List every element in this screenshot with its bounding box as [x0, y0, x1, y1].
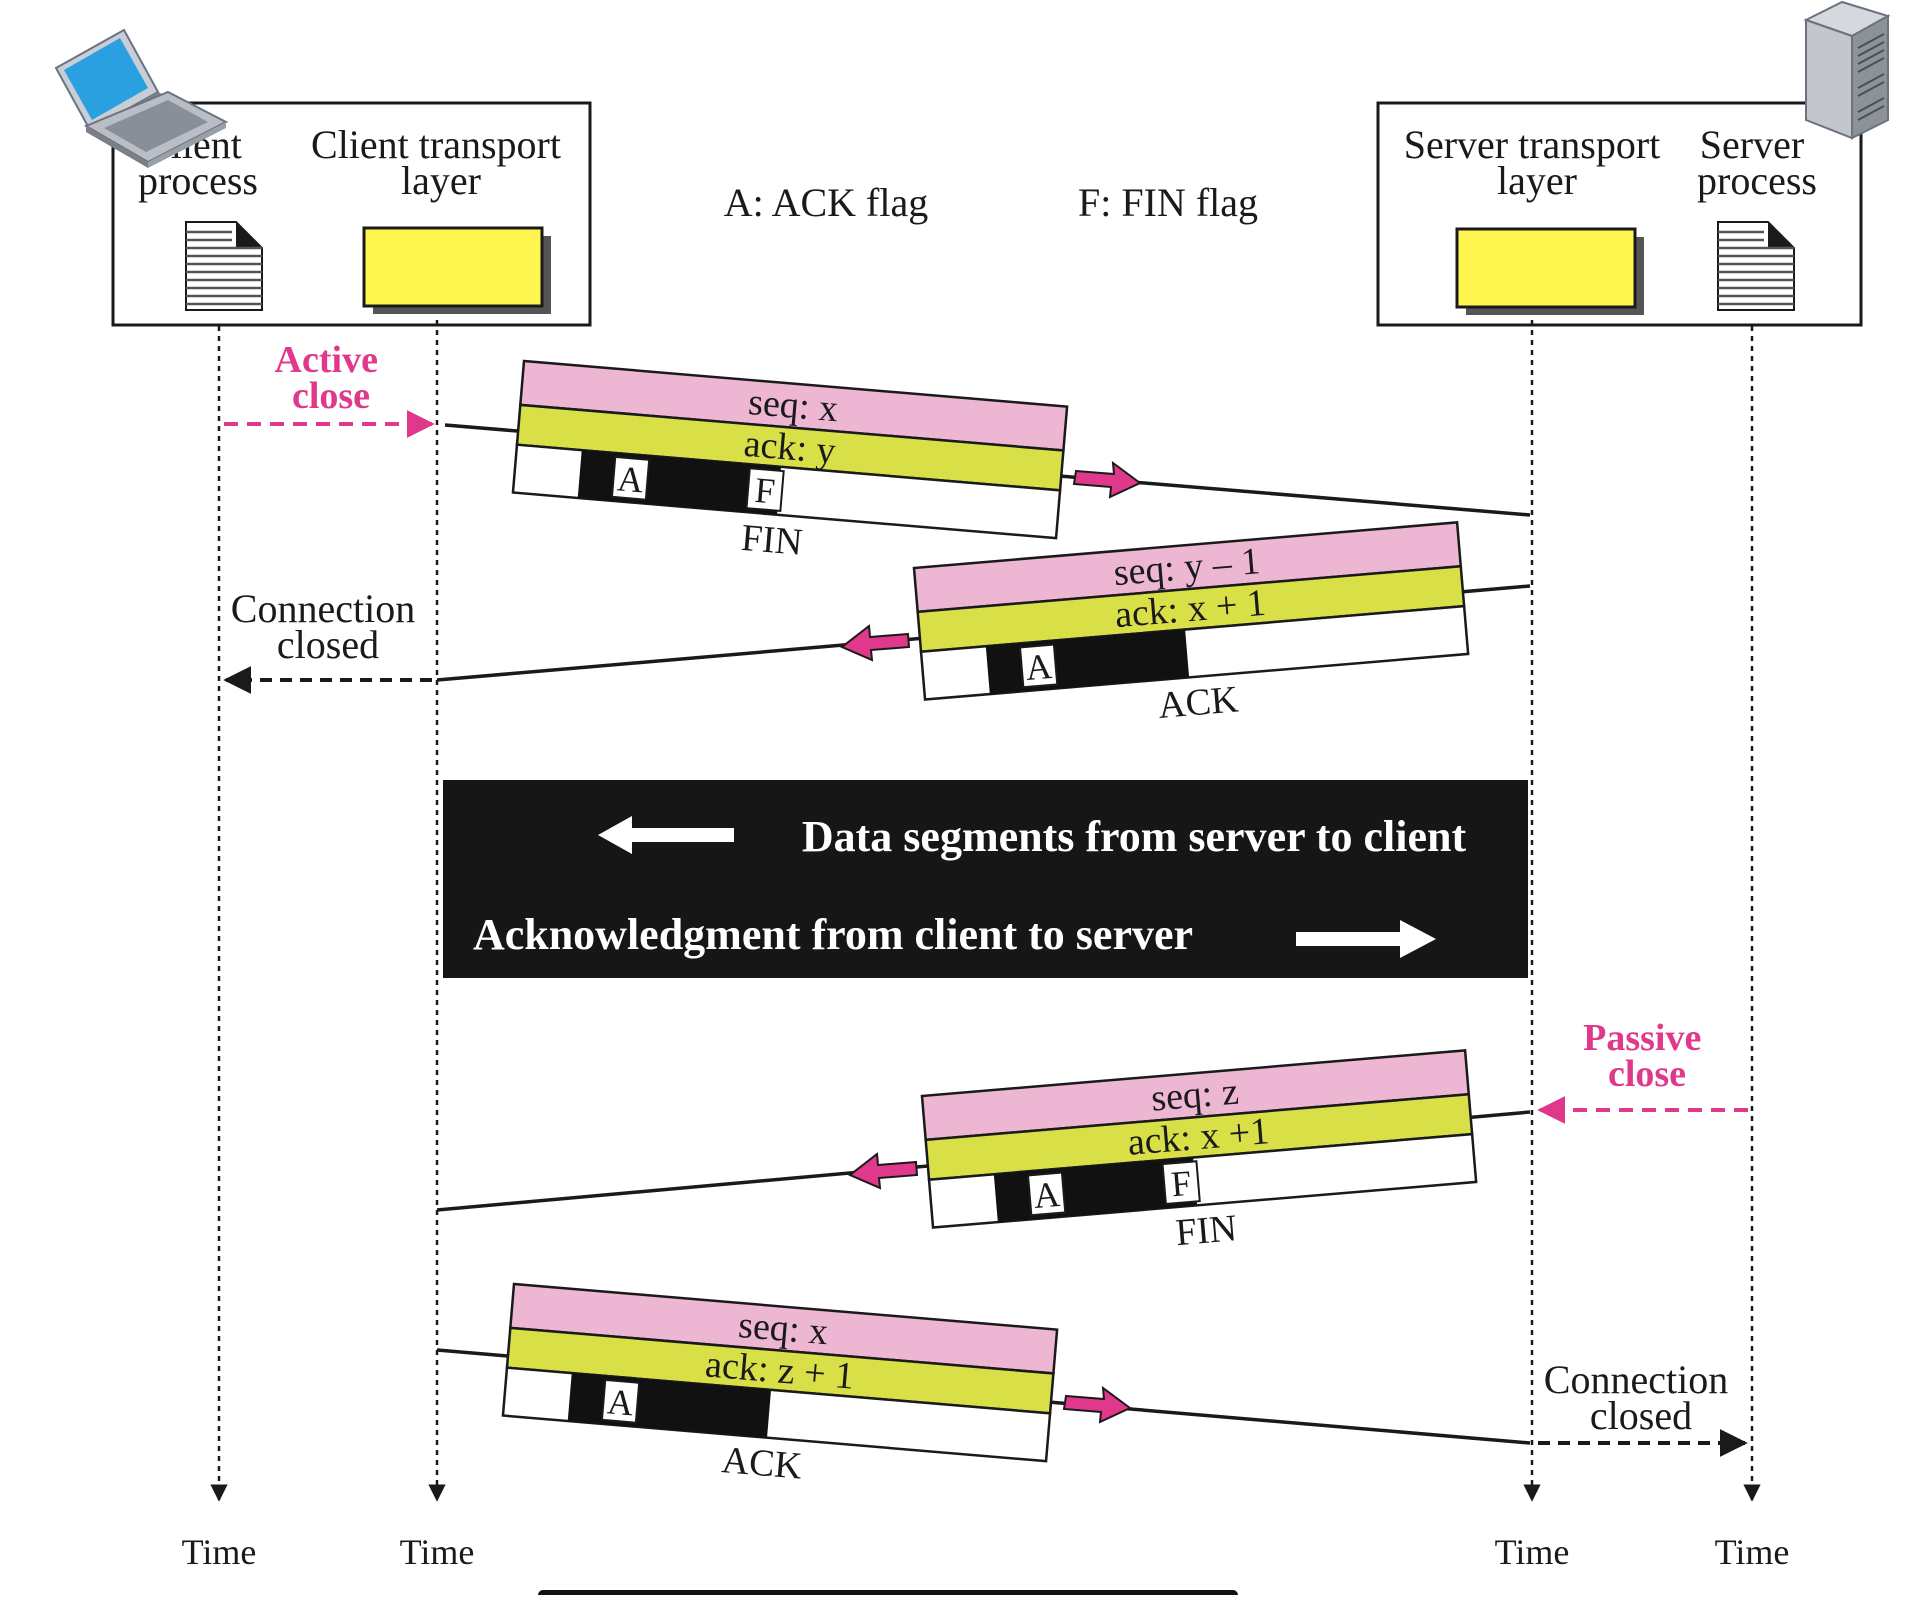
- server-host: Server transport layer Server process: [1376, 101, 1863, 327]
- fin-flag: F: [753, 470, 776, 512]
- direction-arrow-icon: [1072, 460, 1142, 499]
- direction-arrow-icon: [848, 1152, 919, 1190]
- segment-type: ACK: [720, 1439, 804, 1488]
- ack-flag: A: [616, 458, 645, 500]
- server-transport-box: [1455, 227, 1644, 315]
- ack-flag: A: [1032, 1174, 1061, 1216]
- passive-close: Passive close: [1537, 1017, 1748, 1124]
- ack-flag: A: [606, 1381, 635, 1423]
- server-process-label: Server process: [1697, 122, 1817, 203]
- right-arrow-icon: [1296, 920, 1436, 958]
- ack-flag-legend: A: ACK flag: [724, 180, 928, 225]
- connection-closed-server: Connection closed: [1538, 1357, 1748, 1457]
- ack-segment-server: seq: y – 1 ack: x + 1 A ACK: [436, 521, 1531, 727]
- segment-type: FIN: [740, 517, 805, 564]
- ack-flag: A: [1024, 646, 1053, 688]
- connection-closed-label: Connection closed: [231, 586, 425, 667]
- timelines: [210, 320, 1761, 1502]
- segment-seq: seq: z: [1149, 1071, 1240, 1120]
- laptop-icon: [54, 28, 229, 168]
- client-process-document-icon: [185, 221, 263, 311]
- ack-segment-client: seq: x ack: z + 1 A ACK: [436, 1282, 1531, 1488]
- client-transport-label: Client transport layer: [311, 122, 571, 203]
- direction-arrow-icon: [1062, 1385, 1132, 1424]
- fin-flag: F: [1170, 1163, 1193, 1205]
- segment-ack: ack: y: [742, 423, 837, 473]
- time-label: Time: [1715, 1532, 1790, 1572]
- direction-arrow-icon: [840, 624, 911, 662]
- data-transfer-band: Data segments from server to client Ackn…: [443, 780, 1528, 978]
- home-indicator[interactable]: [538, 1590, 1238, 1600]
- data-segments-text: Data segments from server to client: [802, 812, 1467, 861]
- connection-closed-client: Connection closed: [223, 586, 432, 694]
- client-transport-box: [362, 226, 551, 314]
- server-transport-label: Server transport layer: [1404, 122, 1671, 203]
- server-tower-icon: [1803, 0, 1891, 140]
- segment-type: FIN: [1174, 1207, 1239, 1254]
- active-close: Active close: [224, 339, 435, 438]
- server-process-document-icon: [1717, 221, 1795, 311]
- active-close-label: Active close: [275, 339, 388, 417]
- time-label: Time: [182, 1532, 257, 1572]
- time-label: Time: [400, 1532, 475, 1572]
- time-label: Time: [1495, 1532, 1570, 1572]
- connection-closed-label: Connection closed: [1544, 1357, 1738, 1438]
- segment-seq: seq: x: [747, 381, 840, 430]
- segment-seq: seq: x: [737, 1304, 830, 1353]
- left-arrow-icon: [598, 816, 734, 854]
- fin-flag-legend: F: FIN flag: [1078, 180, 1258, 225]
- fin-segment-client: seq: x ack: y A F FIN: [444, 359, 1531, 564]
- passive-close-label: Passive close: [1583, 1017, 1711, 1095]
- fin-segment-server: seq: z ack: x +1 A F FIN: [436, 1049, 1531, 1254]
- segment-type: ACK: [1157, 678, 1241, 727]
- acknowledgment-text: Acknowledgment from client to server: [473, 910, 1193, 959]
